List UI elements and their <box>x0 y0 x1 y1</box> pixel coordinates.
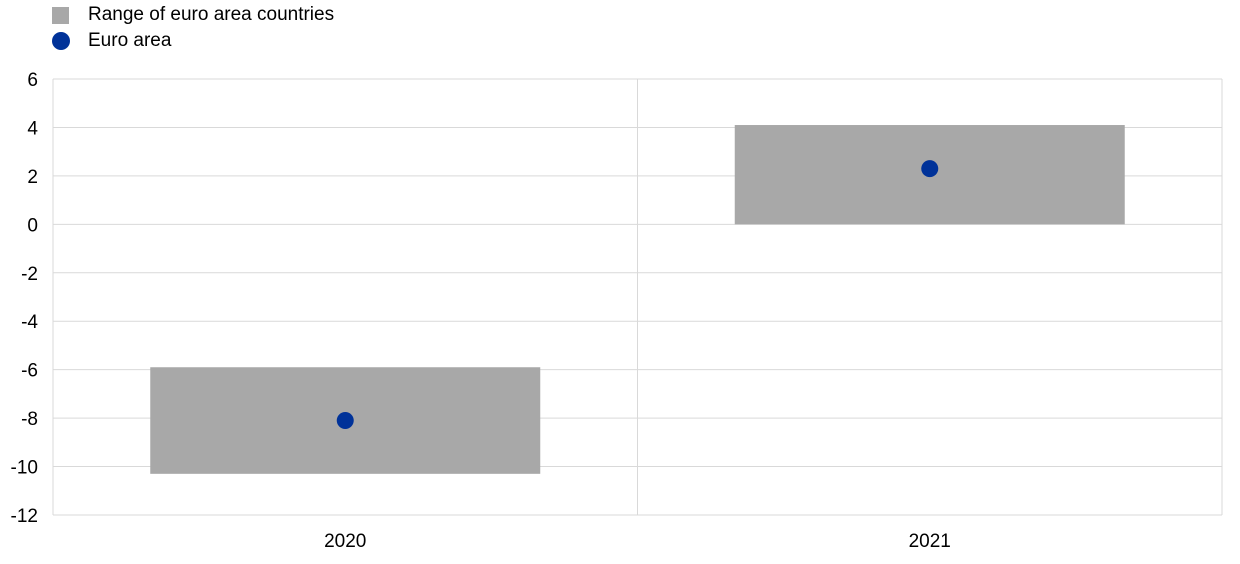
y-tick-label: -12 <box>11 506 38 527</box>
legend-label-euro-area: Euro area <box>88 30 172 51</box>
legend-item-euro-area: Euro area <box>52 28 334 54</box>
legend-label-range: Range of euro area countries <box>88 4 335 25</box>
y-tick-label: 2 <box>27 167 38 188</box>
y-tick-label: 6 <box>27 70 38 91</box>
legend-swatch-range <box>52 6 69 24</box>
y-tick-label: 4 <box>27 118 38 139</box>
y-tick-label: -2 <box>21 264 38 285</box>
y-tick-label: -8 <box>21 409 38 430</box>
y-tick-label: -6 <box>21 361 38 382</box>
x-tick-label: 2021 <box>909 531 951 552</box>
chart-legend: Range of euro area countries Euro area <box>52 2 334 54</box>
euro-area-point-2020 <box>336 412 354 430</box>
y-tick-label: -10 <box>11 458 38 479</box>
x-tick-label: 2020 <box>324 531 366 552</box>
legend-item-range: Range of euro area countries <box>52 2 334 28</box>
y-tick-label: -4 <box>21 312 38 333</box>
legend-swatch-euro-area <box>52 32 70 50</box>
y-tick-label: 0 <box>27 215 38 236</box>
euro-area-point-2021 <box>921 160 939 178</box>
